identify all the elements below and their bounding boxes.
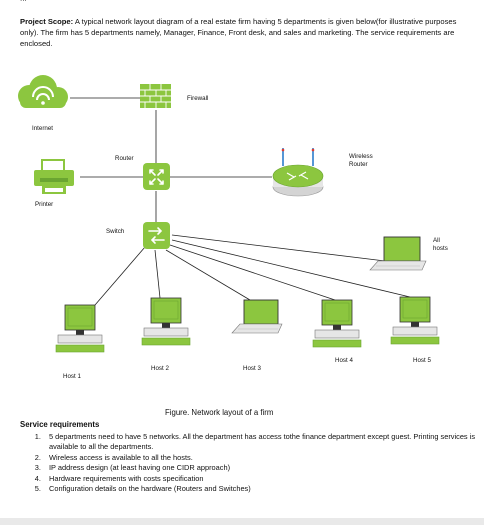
page-bottom-edge xyxy=(0,518,484,525)
switch-icon xyxy=(143,222,170,249)
requirement-item: IP address design (at least having one C… xyxy=(43,463,483,473)
project-scope-paragraph: Project Scope: A typical network layout … xyxy=(20,16,465,50)
link-switch-host2 xyxy=(154,249,161,299)
firewall-label: Firewall xyxy=(187,95,209,102)
link-switch-host3 xyxy=(165,249,251,301)
wireless-router-icon xyxy=(272,148,324,197)
requirement-item: 5 departments need to have 5 networks. A… xyxy=(43,432,483,453)
firewall-icon xyxy=(140,84,171,108)
link-switch-host5 xyxy=(171,239,411,298)
link-switch-allhosts xyxy=(171,234,386,262)
switch-label: Switch xyxy=(106,228,125,235)
host1-computer-icon xyxy=(55,304,105,353)
requirement-item: Wireless access is available to all the … xyxy=(43,453,483,463)
host1-label: Host 1 xyxy=(63,373,81,380)
project-scope-text: A typical network layout diagram of a re… xyxy=(20,17,457,49)
connection-lines xyxy=(70,97,411,306)
link-switch-host4 xyxy=(169,244,336,301)
internet-cloud-icon xyxy=(18,75,68,108)
service-requirements-title: Service requirements xyxy=(20,420,100,429)
internet-label: Internet xyxy=(32,125,53,132)
cut-off-header: ... xyxy=(20,0,27,3)
figure-caption: Figure. Network layout of a firm xyxy=(165,408,274,417)
printer-label: Printer xyxy=(35,201,54,208)
all-hosts-label: All hosts xyxy=(433,237,448,252)
project-scope-label: Project Scope: xyxy=(20,17,74,26)
wireless-router-label: Wireless Router xyxy=(349,153,373,168)
host2-computer-icon xyxy=(141,297,191,346)
printer-icon xyxy=(34,159,74,194)
link-switch-host1 xyxy=(94,246,146,306)
requirement-item: Configuration details on the hardware (R… xyxy=(43,484,483,494)
host3-label: Host 3 xyxy=(243,365,261,372)
host5-label: Host 5 xyxy=(413,357,431,364)
router-icon xyxy=(143,163,170,190)
host3-laptop-icon xyxy=(231,299,283,334)
requirements-list: 5 departments need to have 5 networks. A… xyxy=(20,432,483,494)
host2-label: Host 2 xyxy=(151,365,169,372)
host4-label: Host 4 xyxy=(335,357,353,364)
router-label: Router xyxy=(115,155,134,162)
requirement-item: Hardware requirements with costs specifi… xyxy=(43,474,483,484)
host4-computer-icon xyxy=(312,299,362,348)
host5-computer-icon xyxy=(390,296,440,345)
laptop-icon xyxy=(369,236,427,271)
